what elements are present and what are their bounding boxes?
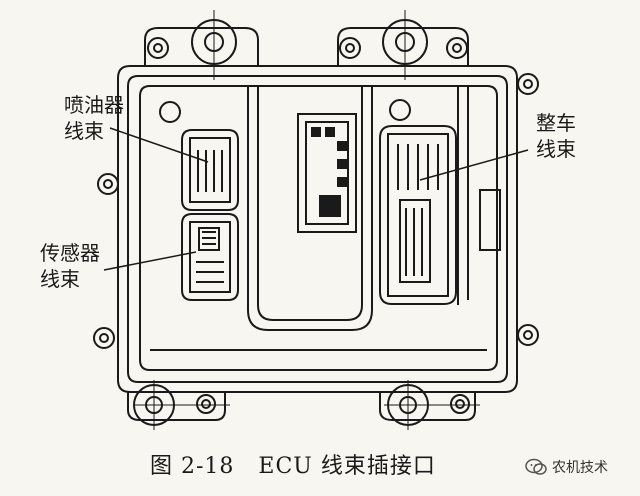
label-sensor-line2: 线束 [40, 267, 80, 291]
injector-pins [197, 150, 223, 192]
mount-top-left [144, 19, 259, 66]
watermark-text: 农机技术 [552, 460, 608, 476]
vehicle-pins [397, 144, 439, 276]
leader-vehicle [419, 149, 529, 181]
label-sensor-line1: 传感器 [40, 241, 100, 265]
sensor-connector [181, 213, 239, 301]
label-sensor-harness: 传感器 线束 [40, 240, 100, 292]
figure-caption: 图 2-18 ECU 线束插接口 [150, 454, 436, 479]
mount-top-right [337, 19, 469, 66]
vehicle-connector [379, 99, 501, 305]
leader-injector [109, 127, 209, 163]
sensor-pins [196, 231, 224, 283]
wechat-icon [525, 458, 547, 475]
watermark: 农机技术 [524, 452, 636, 482]
label-vehicle-line2: 线束 [536, 137, 576, 161]
inner-channel [247, 86, 373, 331]
ecu-housing-outer [117, 65, 518, 393]
label-injector-harness: 喷油器 线束 [64, 92, 124, 144]
injector-connector [159, 101, 239, 211]
ecu-housing-inner [127, 75, 508, 383]
leader-sensor [103, 251, 197, 271]
label-vehicle-harness: 整车 线束 [536, 110, 576, 162]
ecu-housing-rim [139, 85, 498, 371]
label-injector-line2: 线束 [64, 119, 104, 143]
label-injector-line1: 喷油器 [64, 93, 124, 117]
label-plate [297, 113, 357, 233]
label-vehicle-line1: 整车 [536, 111, 576, 135]
plate-marks [311, 127, 347, 217]
